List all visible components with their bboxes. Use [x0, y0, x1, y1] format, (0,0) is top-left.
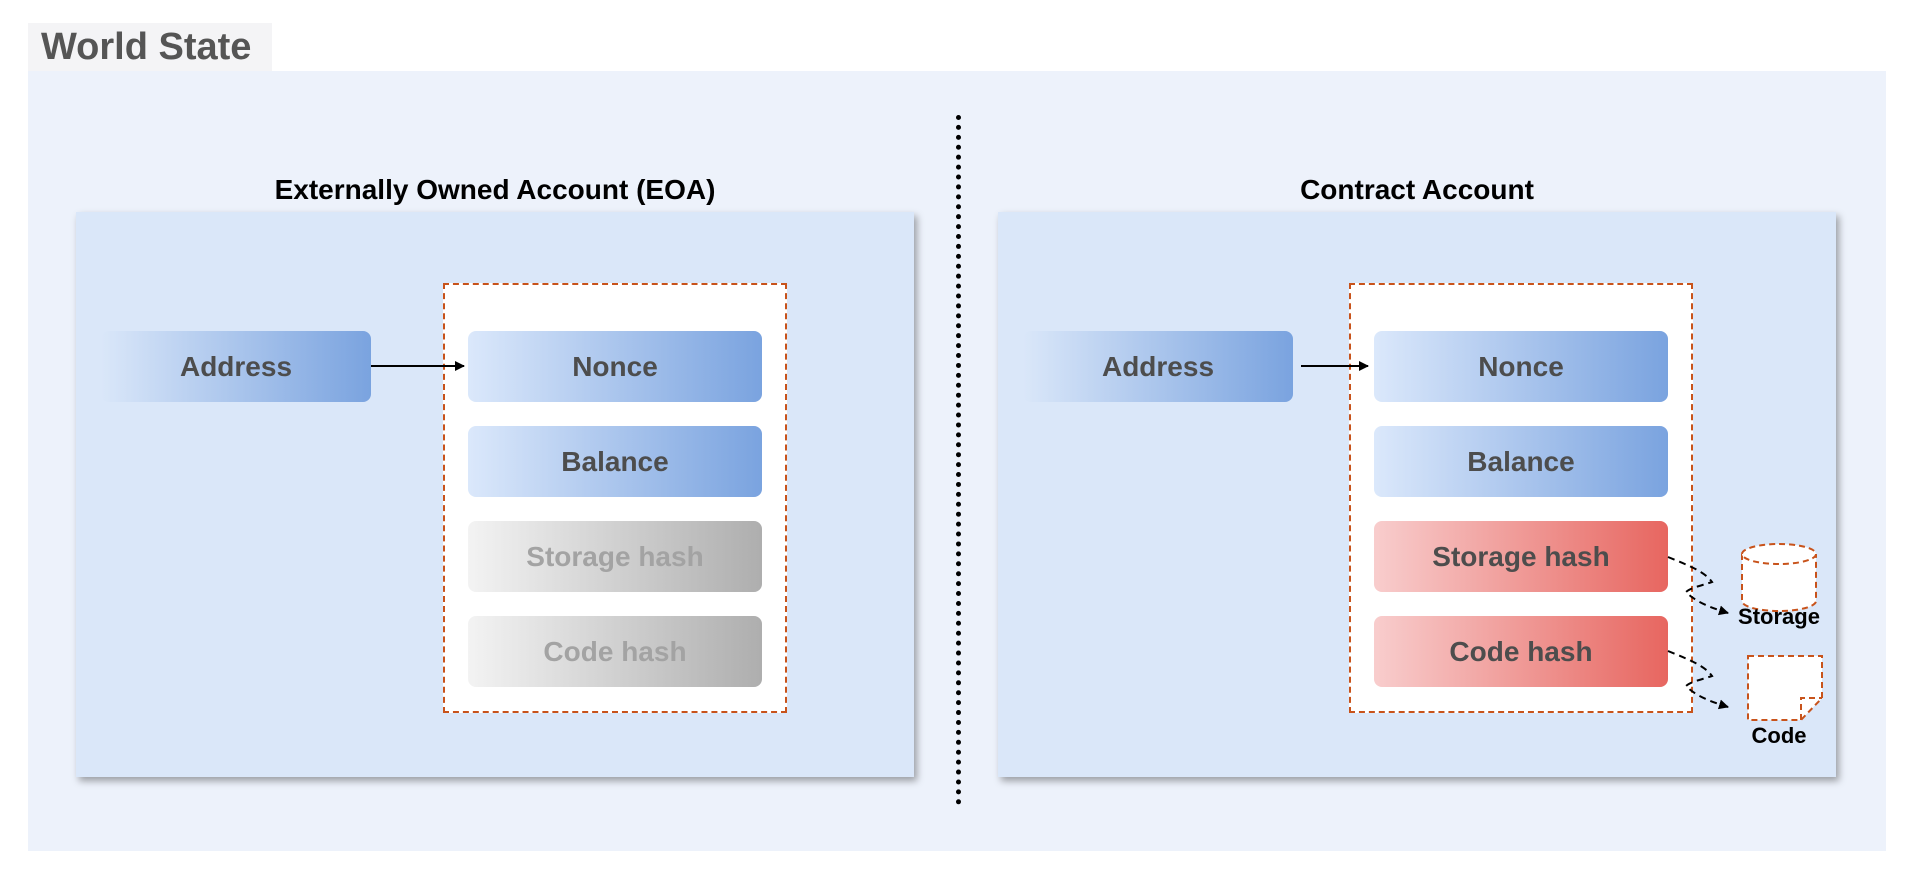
storage-cylinder-icon — [1741, 543, 1817, 612]
contract-account-fields-box: Nonce Balance Storage hash Code hash — [1349, 283, 1693, 713]
eoa-storage-hash-field: Storage hash — [468, 521, 762, 592]
contract-title: Contract Account — [1300, 174, 1534, 205]
eoa-panel: Address Nonce Balance Storage hash Code … — [76, 212, 914, 777]
eoa-nonce-field: Nonce — [468, 331, 762, 402]
eoa-code-hash-field: Code hash — [468, 616, 762, 687]
contract-balance-field: Balance — [1374, 426, 1668, 497]
contract-code-hash-field: Code hash — [1374, 616, 1668, 687]
storage-hash-arrow — [1667, 556, 1729, 616]
eoa-balance-field: Balance — [468, 426, 762, 497]
code-hash-arrow — [1667, 650, 1729, 710]
eoa-address: Address — [101, 331, 371, 402]
contract-panel: Address Nonce Balance Storage hash Code … — [998, 212, 1836, 777]
contract-address: Address — [1023, 331, 1293, 402]
world-state-title: World State — [28, 23, 272, 71]
code-document-icon — [1747, 655, 1823, 721]
contract-nonce-field: Nonce — [1374, 331, 1668, 402]
code-label: Code — [1751, 723, 1807, 748]
account-divider — [956, 115, 961, 805]
eoa-account-fields-box: Nonce Balance Storage hash Code hash — [443, 283, 787, 713]
contract-storage-hash-field: Storage hash — [1374, 521, 1668, 592]
eoa-title: Externally Owned Account (EOA) — [274, 174, 716, 205]
storage-label: Storage — [1738, 604, 1820, 629]
